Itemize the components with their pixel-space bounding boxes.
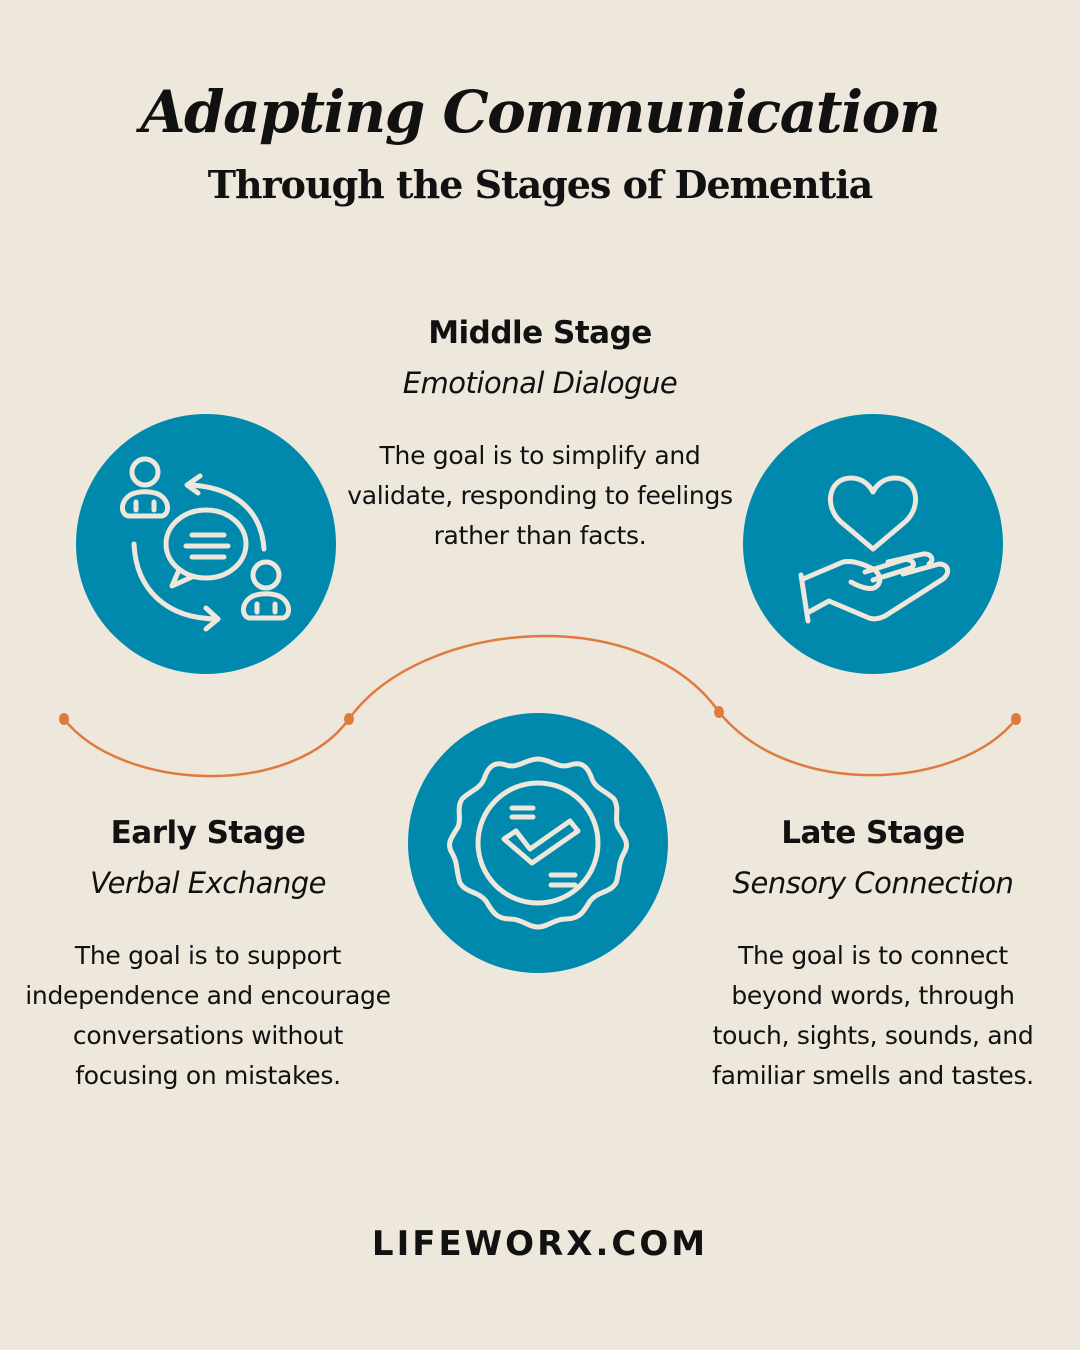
early-stage-section: Early Stage Verbal Exchange The goal is …: [20, 813, 396, 1096]
middle-stage-icon-circle: [743, 414, 1003, 674]
early-stage-subtitle: Verbal Exchange: [89, 866, 327, 900]
middle-stage-title: Middle Stage: [428, 315, 652, 351]
early-stage-description: The goal is to support independence and …: [25, 941, 391, 1090]
hand-heart-icon: [798, 475, 951, 624]
badge-check-icon: [447, 756, 629, 930]
early-stage-icon-circle: [76, 414, 336, 674]
early-stage-title: Early Stage: [110, 815, 306, 851]
late-stage-title: Late Stage: [781, 815, 965, 851]
late-stage-description: The goal is to connect beyond words, thr…: [712, 941, 1034, 1090]
conversation-exchange-icon: [120, 456, 291, 632]
wave-dot: [59, 713, 69, 725]
late-stage-section: Late Stage Sensory Connection The goal i…: [700, 813, 1046, 1096]
late-stage-subtitle: Sensory Connection: [732, 866, 1014, 900]
middle-stage-section: Middle Stage Emotional Dialogue The goal…: [340, 313, 740, 556]
page-title: Adapting Communication: [140, 78, 941, 146]
wave-line: [63, 634, 1017, 778]
website-link[interactable]: LIFEWORX.COM: [371, 1224, 709, 1264]
middle-stage-subtitle: Emotional Dialogue: [402, 366, 678, 400]
late-stage-icon-circle: [408, 713, 668, 973]
wave-dot: [344, 713, 354, 725]
wave-dot: [714, 706, 724, 718]
wave-dot: [1011, 713, 1021, 725]
page-subtitle: Through the Stages of Dementia: [207, 162, 874, 207]
middle-stage-description: The goal is to simplify and validate, re…: [347, 441, 733, 550]
